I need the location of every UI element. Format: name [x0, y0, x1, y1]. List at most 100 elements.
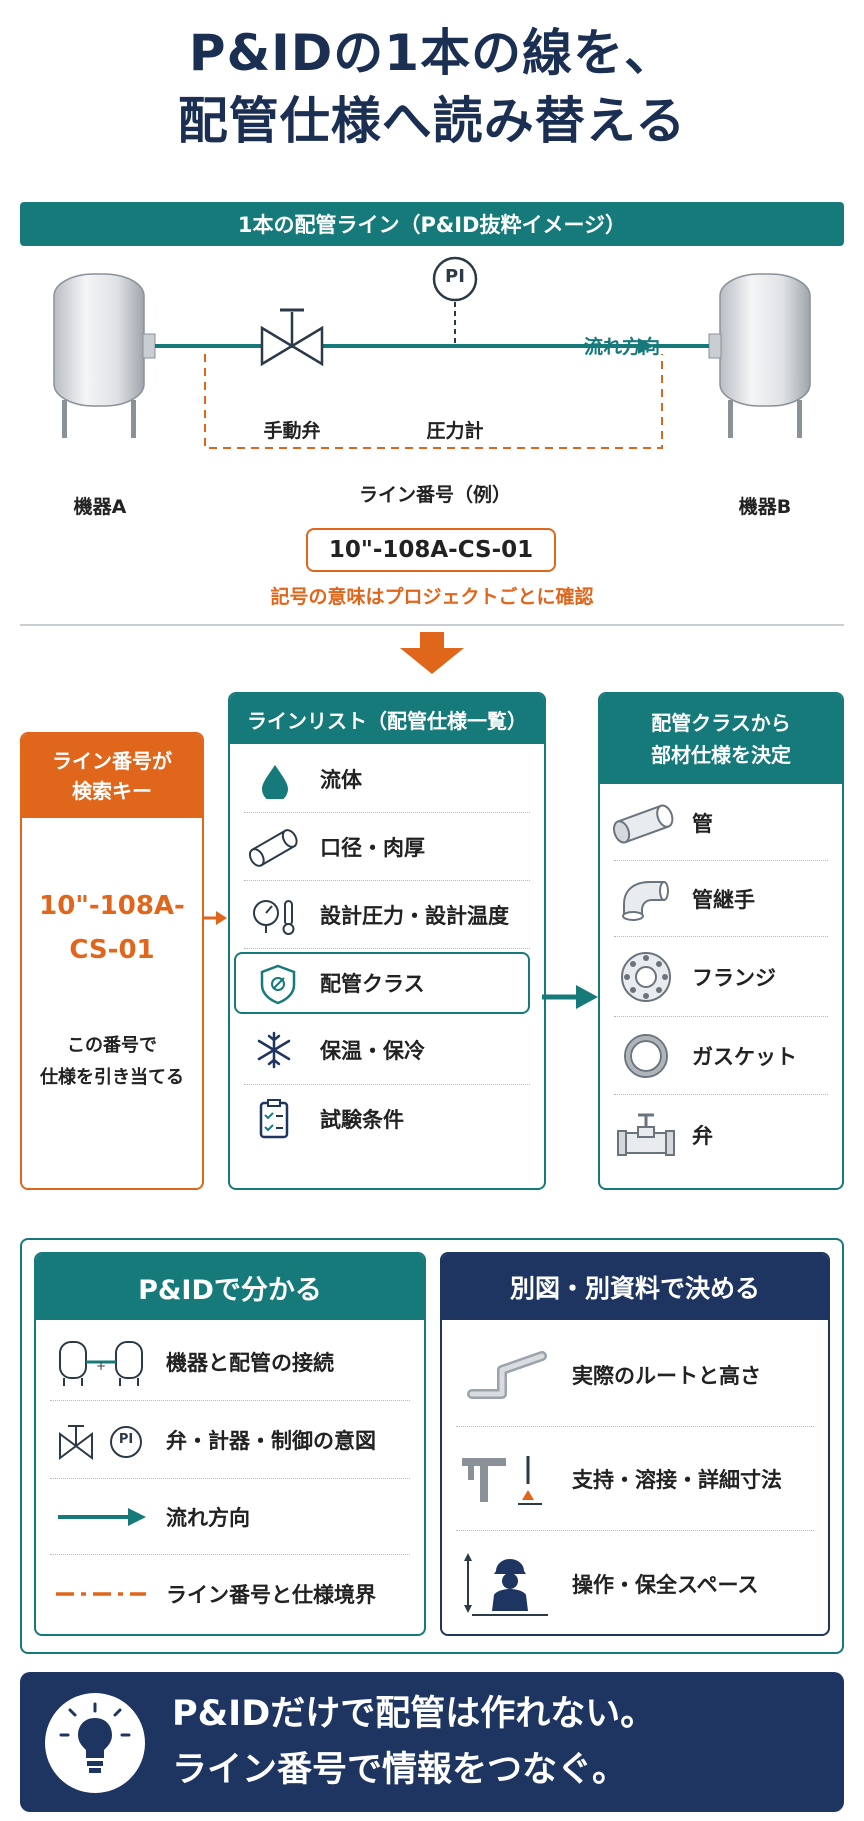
line-list-item: 保温・保冷: [230, 1018, 544, 1082]
pid-known-item-label: 機器と配管の接続: [166, 1351, 334, 1375]
worker-icon: [464, 1553, 548, 1616]
line-list-item-label: 配管クラス: [320, 972, 425, 996]
down-arrow-icon: [400, 632, 464, 674]
search-key-panel: ライン番号が 検索キー 10"-108A- CS-01 この番号で 仕様を引き当…: [20, 732, 204, 1190]
separate-docs-item-label: 実際のルートと高さ: [572, 1364, 761, 1388]
gasket-icon: [624, 1034, 668, 1078]
pressure-gauge-label: 圧力計: [426, 420, 484, 442]
pid-known-item: PI 弁・計器・制御の意図: [36, 1402, 424, 1478]
valve-pi-icon: [59, 1425, 142, 1460]
teal-right-arrow-icon: [542, 985, 598, 1009]
separate-docs-item: 操作・保全スペース: [442, 1532, 828, 1634]
equipment-b-label: 機器B: [738, 496, 792, 518]
svg-text:+: +: [96, 1359, 106, 1373]
manual-valve-icon: [260, 308, 324, 367]
piping-class-item: ガスケット: [600, 1018, 842, 1094]
pid-known-item-label: 弁・計器・制御の意図: [166, 1429, 376, 1453]
project-note: 記号の意味はプロジェクトごとに確認: [270, 586, 594, 608]
separate-docs-item-label: 支持・溶接・詳細寸法: [572, 1468, 782, 1492]
gauge-thermometer-icon: [253, 900, 295, 935]
shield-icon: [260, 964, 296, 1005]
line-list-item-label: 流体: [320, 768, 362, 792]
pi-symbol: PI: [118, 1432, 134, 1447]
line-list-item: 流体: [230, 746, 544, 812]
line-list-item-highlight: 配管クラス: [234, 952, 530, 1014]
orange-right-arrow-icon: [204, 911, 227, 925]
dashdot-line-icon: [56, 1592, 146, 1596]
equipment-a-label: 機器A: [73, 496, 127, 518]
pid-known-panel: P&IDで分かる + 機器と配管の接続 PI 弁・計器・制御の意図 流れ方向 ラ…: [34, 1252, 426, 1636]
search-key-header-line1: ライン番号が: [52, 749, 172, 773]
footer-message: P&IDだけで配管は作れない。 ライン番号で情報をつなぐ。: [172, 1686, 832, 1798]
tank-b-icon: [708, 273, 811, 438]
search-key-desc-line2: 仕様を引き当てる: [40, 1067, 184, 1088]
lightbulb-icon: [45, 1693, 145, 1793]
search-key-desc-line1: この番号で: [67, 1035, 157, 1056]
piping-class-item-label: ガスケット: [692, 1045, 797, 1069]
pipe-icon: [612, 804, 674, 844]
clipboard-icon: [259, 1099, 289, 1139]
separate-docs-header: 別図・別資料で決める: [442, 1254, 828, 1320]
pid-known-item-label: 流れ方向: [166, 1506, 250, 1530]
tanks-icon: +: [59, 1341, 143, 1386]
flow-direction-label: 流れ方向: [583, 336, 660, 358]
footer-banner: P&IDだけで配管は作れない。 ライン番号で情報をつなぐ。: [20, 1672, 844, 1812]
search-key-header: ライン番号が 検索キー: [22, 734, 202, 818]
elbow-icon: [622, 881, 669, 921]
pipe-route-icon: [467, 1351, 547, 1399]
piping-class-item: 弁: [600, 1096, 842, 1174]
pressure-indicator-icon: [432, 256, 478, 344]
flange-icon: [621, 952, 671, 1002]
footer-line2: ライン番号で情報をつなぐ。: [172, 1750, 628, 1790]
line-list-item-label: 口径・肉厚: [320, 836, 425, 860]
piping-class-item-label: フランジ: [692, 966, 776, 990]
search-key-header-line2: 検索キー: [72, 779, 152, 803]
gauge-symbol: PI: [445, 266, 465, 287]
line-list-item: 設計圧力・設計温度: [230, 882, 544, 948]
piping-class-panel: 配管クラスから 部材仕様を決定 管 管継手 フランジ ガスケット 弁: [598, 692, 844, 1190]
pid-known-item: ライン番号と仕様境界: [36, 1556, 424, 1632]
section-header: 1本の配管ライン（P&ID抜粋イメージ）: [20, 202, 844, 246]
line-list-header: ラインリスト（配管仕様一覧）: [230, 694, 544, 744]
pipe-icon: [248, 829, 298, 867]
piping-class-item: 管継手: [600, 862, 842, 936]
piping-class-item: 管: [600, 786, 842, 860]
comparison-box: [20, 1238, 844, 1654]
pid-known-item-label: ライン番号と仕様境界: [166, 1583, 376, 1607]
piping-class-item-label: 管継手: [692, 888, 755, 912]
piping-class-header-line1: 配管クラスから: [651, 711, 791, 735]
drop-icon: [262, 765, 288, 799]
line-list-panel: ラインリスト（配管仕様一覧） 流体 口径・肉厚 設計圧力・設計温度 配管クラス …: [228, 692, 546, 1190]
arrow-icon: [58, 1508, 146, 1526]
tank-a-icon: [53, 273, 156, 438]
line-number-box: 10"-108A-CS-01: [306, 528, 556, 572]
search-key-code-line2: CS-01: [69, 935, 155, 965]
line-list-item: 試験条件: [230, 1086, 544, 1152]
separate-docs-item: 支持・溶接・詳細寸法: [442, 1428, 828, 1530]
search-key-code-line1: 10"-108A-: [39, 891, 185, 921]
pid-known-item: + 機器と配管の接続: [36, 1324, 424, 1400]
piping-class-item: フランジ: [600, 938, 842, 1016]
piping-class-item-label: 管: [692, 812, 713, 836]
line-list-item-label: 設計圧力・設計温度: [320, 904, 509, 928]
search-key-code: 10"-108A- CS-01: [22, 884, 202, 972]
separate-docs-item-label: 操作・保全スペース: [572, 1573, 759, 1597]
line-list-item-label: 保温・保冷: [320, 1039, 425, 1063]
support-weld-icon: [462, 1456, 542, 1505]
pid-known-header: P&IDで分かる: [36, 1254, 424, 1320]
divider: [20, 624, 844, 626]
search-key-desc: この番号で 仕様を引き当てる: [22, 1030, 202, 1094]
snowflake-icon: [257, 1031, 291, 1069]
footer-line1: P&IDだけで配管は作れない。: [172, 1694, 656, 1734]
line-number-caption: ライン番号（例）: [358, 484, 511, 506]
piping-class-item-label: 弁: [692, 1124, 713, 1148]
manual-valve-label: 手動弁: [263, 420, 321, 442]
line-list-item-label: 試験条件: [320, 1108, 404, 1132]
valve-icon: [617, 1113, 675, 1156]
pid-known-item: 流れ方向: [36, 1480, 424, 1554]
piping-class-header-line2: 部材仕様を決定: [651, 743, 791, 767]
line-list-item: 口径・肉厚: [230, 814, 544, 880]
separate-docs-item: 実際のルートと高さ: [442, 1324, 828, 1426]
piping-class-header: 配管クラスから 部材仕様を決定: [600, 694, 842, 784]
page-title-line2: 配管仕様へ読み替える: [177, 92, 687, 150]
